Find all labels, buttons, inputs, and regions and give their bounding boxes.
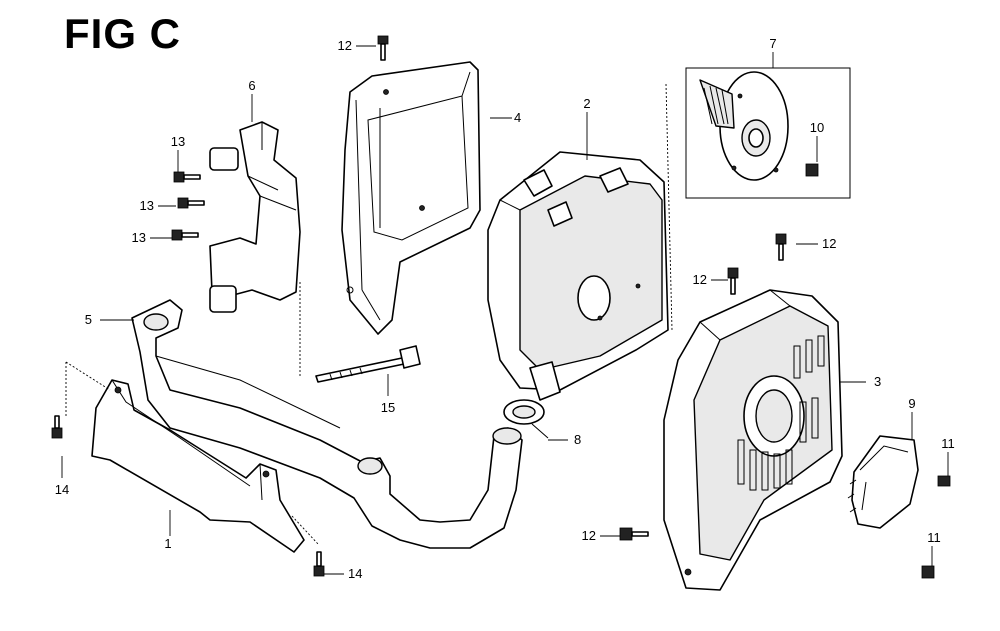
leader-lines (61, 45, 949, 575)
callout-12-mid: 12 (693, 272, 707, 287)
callout-14-bottom: 14 (348, 566, 362, 581)
callout-2: 2 (583, 96, 590, 111)
figure-title: FIG C (64, 10, 181, 57)
callout-10: 10 (810, 120, 824, 135)
bolt-11-a (937, 475, 951, 487)
callout-13-b: 13 (140, 198, 154, 213)
callout-12-top: 12 (338, 38, 352, 53)
part-9-cover (847, 435, 919, 529)
bolt-12-bottom (619, 527, 649, 541)
callout-12-bottom: 12 (582, 528, 596, 543)
part-4-heat-shield (341, 61, 481, 335)
bolt-13-a (173, 171, 201, 183)
part-1-muffler-stay (91, 379, 305, 553)
bolt-14-left (51, 415, 63, 439)
bolt-11-b (921, 565, 935, 579)
bolt-12-right (775, 233, 787, 261)
callout-11-b: 11 (927, 530, 941, 545)
callout-12-right: 12 (822, 236, 836, 251)
bolt-12-mid (727, 267, 739, 295)
callout-4: 4 (514, 110, 521, 125)
bolt-14-bottom (313, 551, 325, 577)
part-2-muffler (487, 151, 669, 401)
bolt-10 (805, 163, 819, 177)
part-3-muffler-protector (663, 289, 843, 591)
callout-1: 1 (164, 536, 171, 551)
callout-5: 5 (85, 312, 92, 327)
bolt-13-b (177, 197, 205, 209)
callout-7: 7 (769, 36, 776, 51)
part-5-exhaust-pipe (131, 299, 523, 549)
callout-11-a: 11 (941, 436, 955, 451)
callout-15: 15 (381, 400, 395, 415)
part-7-spark-arrester (685, 67, 851, 199)
part-8-gasket (503, 399, 549, 439)
callout-13-c: 13 (132, 230, 146, 245)
callout-14-left: 14 (55, 482, 69, 497)
callout-labels: 1 2 3 4 5 6 7 8 9 10 11 11 12 12 12 12 1… (55, 36, 955, 581)
bolt-12-top (377, 35, 389, 61)
callout-3: 3 (874, 374, 881, 389)
callout-13-a: 13 (171, 134, 185, 149)
callout-6: 6 (248, 78, 255, 93)
part-15-long-bolt (315, 345, 421, 383)
callout-8: 8 (574, 432, 581, 447)
part-6-bracket (209, 121, 301, 313)
callout-9: 9 (908, 396, 915, 411)
bolt-13-c (171, 229, 199, 241)
